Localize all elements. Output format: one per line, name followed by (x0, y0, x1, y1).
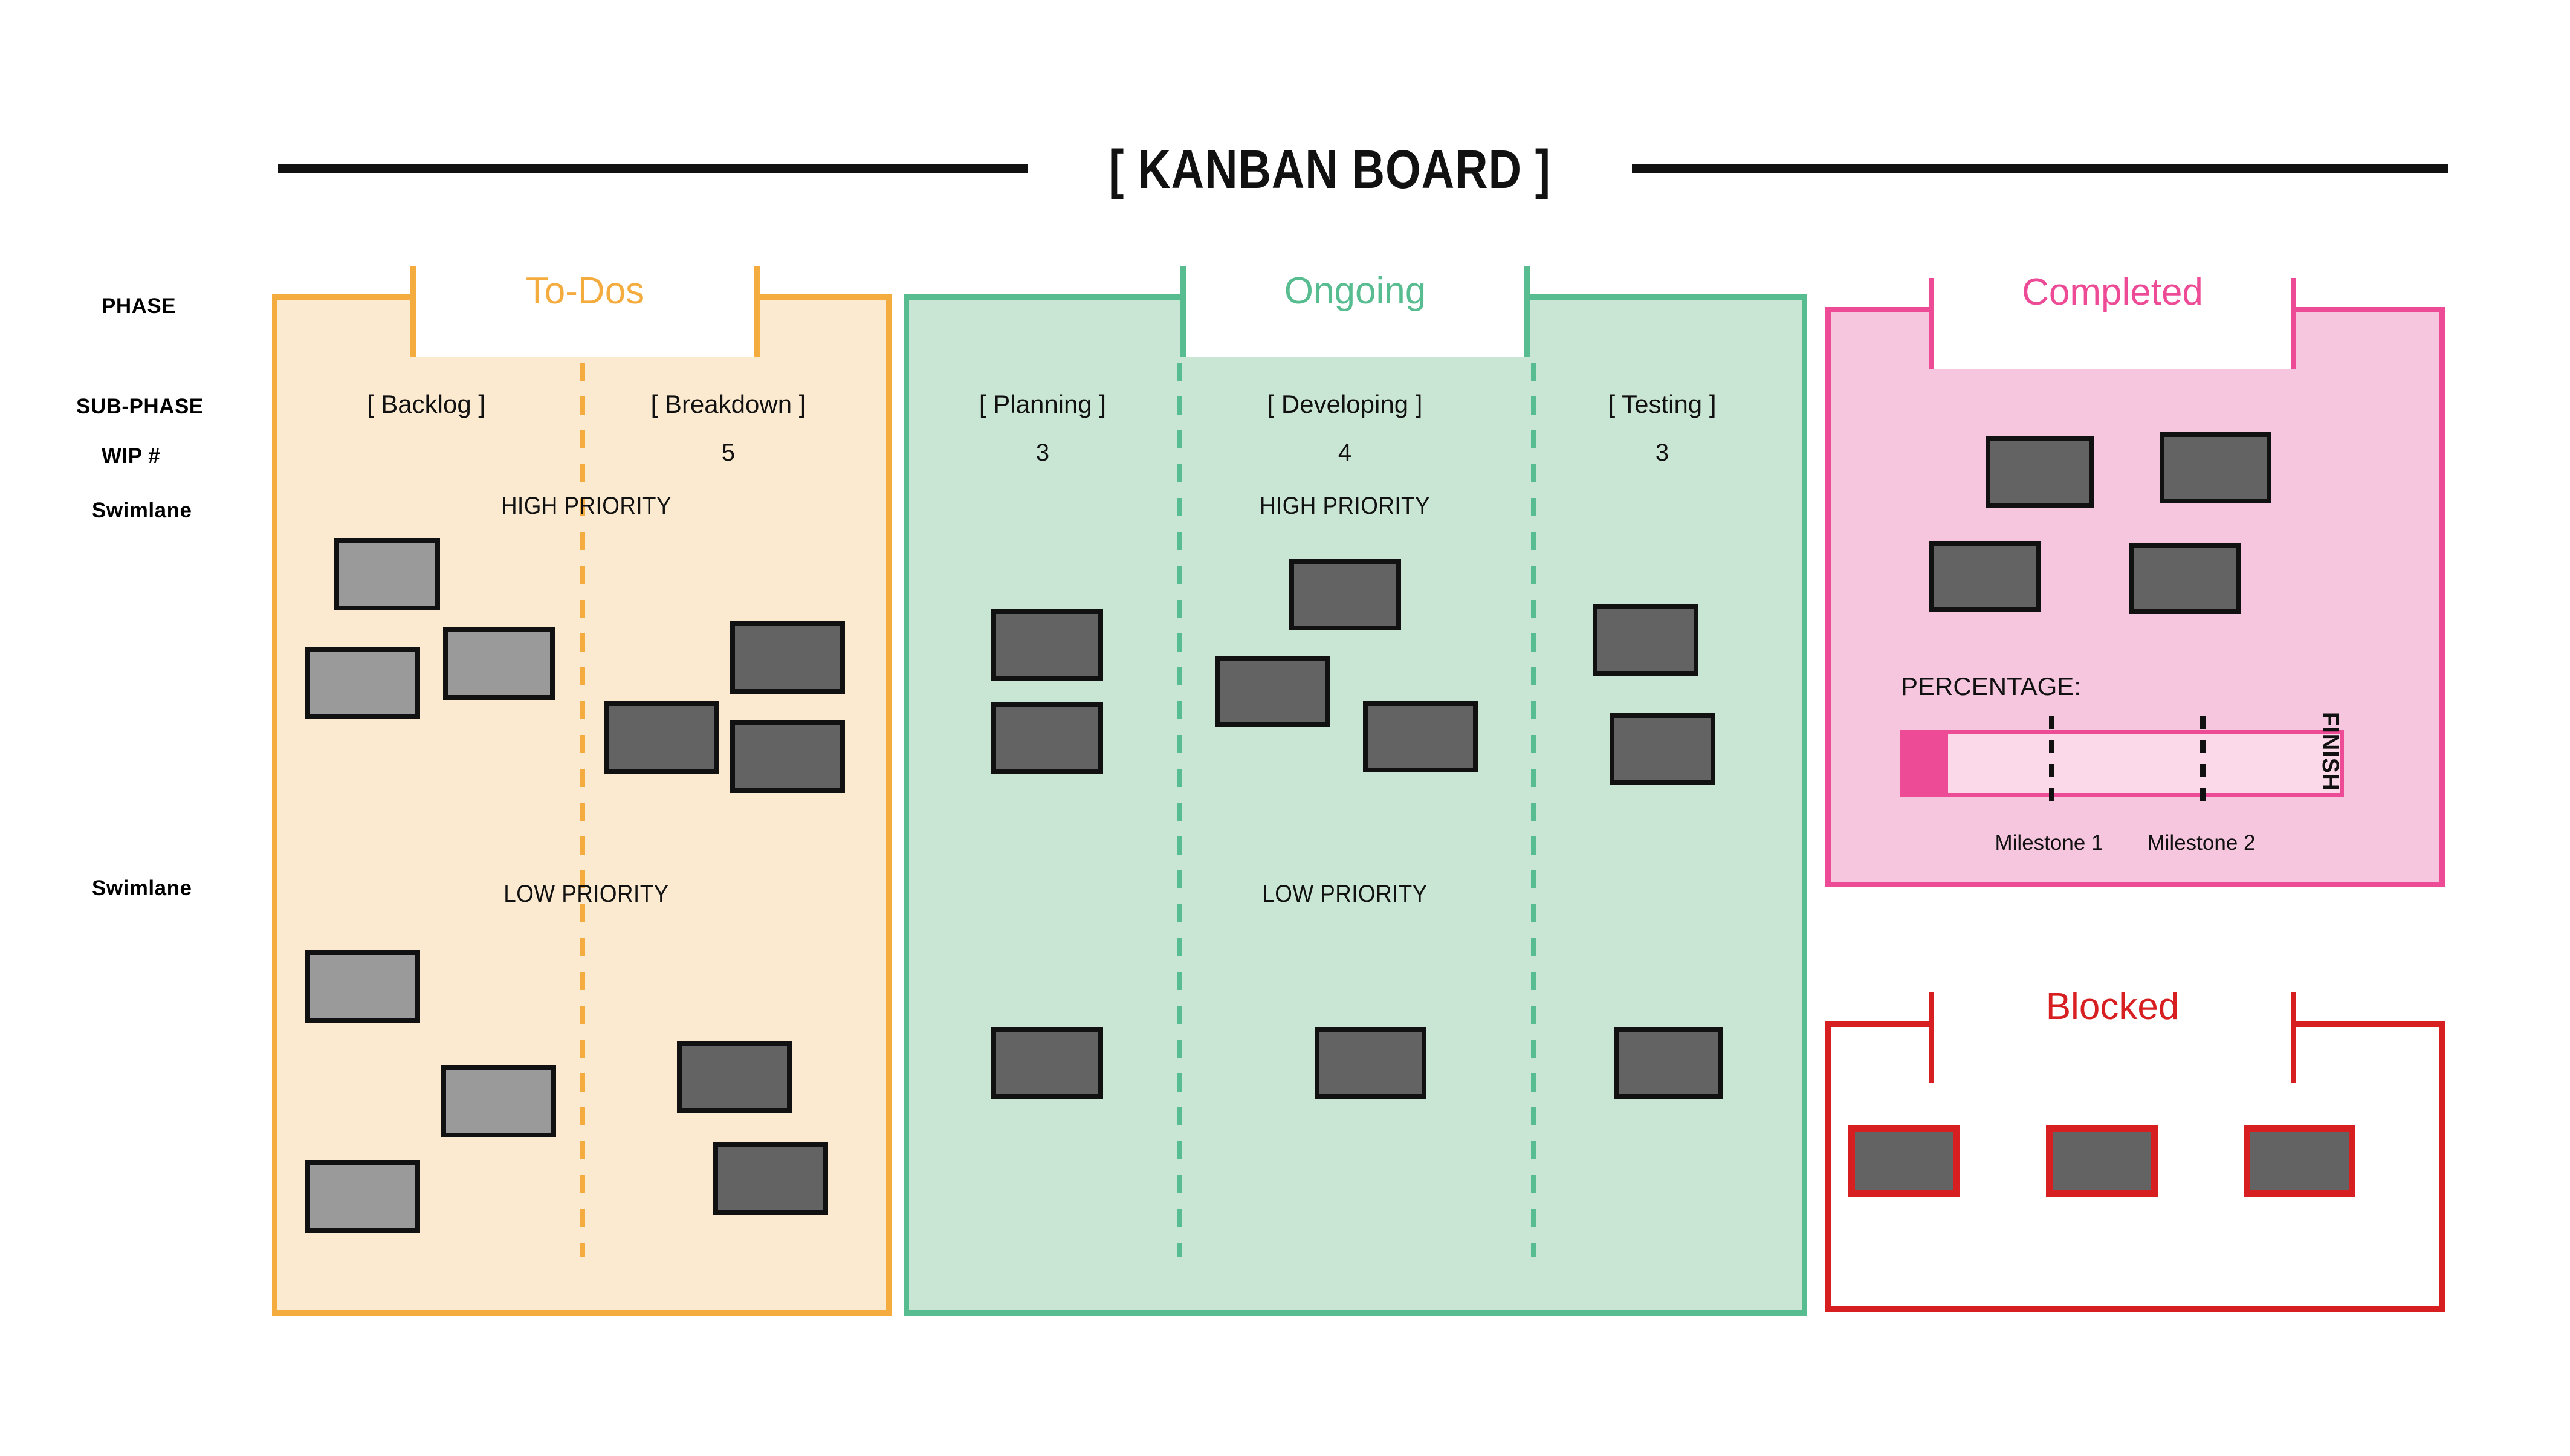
task-card[interactable] (677, 1041, 792, 1113)
sub-phase-label-backlog: [ Backlog ] (366, 390, 486, 418)
task-card[interactable] (305, 647, 420, 719)
sub-phase-divider-ongoing-1 (1177, 363, 1182, 1257)
title-rule-right (1632, 164, 2448, 173)
task-card[interactable] (1289, 559, 1401, 630)
axis-label-phase: PHASE (102, 294, 176, 318)
milestone-2-label: Milestone 2 (2147, 831, 2256, 855)
axis-label-swimlane-top: Swimlane (92, 499, 192, 522)
phase-notch-tick-left-completed (1929, 278, 1934, 369)
phase-notch-tick-left-todos (410, 266, 416, 357)
milestone-1-label: Milestone 1 (1995, 831, 2103, 855)
task-card[interactable] (305, 1160, 420, 1233)
task-card[interactable] (604, 701, 719, 774)
task-card[interactable] (1363, 701, 1478, 772)
swimlane-title-ongoing-low: LOW PRIORITY (1262, 881, 1428, 907)
task-card[interactable] (991, 1027, 1103, 1099)
task-card[interactable] (730, 720, 845, 793)
blocked-card[interactable] (1848, 1125, 1960, 1197)
wip-count-developing: 4 (1338, 439, 1352, 466)
milestone-1-marker (2049, 716, 2054, 812)
task-card[interactable] (991, 609, 1103, 681)
page-title: [ KANBAN BOARD ] (1109, 140, 1551, 200)
phase-title-blocked: Blocked (2045, 986, 2180, 1027)
wip-count-testing: 3 (1655, 439, 1669, 466)
swimlane-title-todos-low: LOW PRIORITY (503, 881, 669, 907)
sub-phase-label-testing: [ Testing ] (1608, 390, 1717, 418)
phase-title-ongoing: Ongoing (1284, 270, 1426, 312)
task-card[interactable] (1593, 604, 1698, 676)
task-card[interactable] (334, 538, 440, 610)
task-card[interactable] (713, 1142, 828, 1215)
phase-notch-completed (1934, 278, 2291, 369)
axis-label-sub-phase: SUB-PHASE (76, 395, 204, 418)
sub-phase-divider-ongoing-2 (1531, 363, 1536, 1257)
swimlane-title-todos-high: HIGH PRIORITY (500, 493, 672, 519)
phase-notch-tick-left-blocked (1929, 992, 1934, 1083)
finish-label: FINISH (2317, 712, 2343, 791)
milestone-2-marker (2200, 716, 2206, 812)
completed-card[interactable] (1986, 436, 2094, 508)
title-rule-left (278, 164, 1028, 173)
task-card[interactable] (441, 1065, 556, 1137)
task-card[interactable] (1315, 1027, 1426, 1099)
phase-notch-tick-right-blocked (2291, 992, 2296, 1083)
completed-card[interactable] (1929, 541, 2041, 612)
wip-count-planning: 3 (1035, 439, 1050, 466)
phase-panel-ongoing[interactable] (904, 294, 1807, 1316)
axis-label-wip: WIP # (102, 444, 161, 468)
sub-phase-divider-todos (580, 363, 585, 1257)
blocked-card[interactable] (2244, 1125, 2355, 1197)
phase-notch-tick-right-todos (754, 266, 760, 357)
task-card[interactable] (305, 950, 420, 1023)
task-card[interactable] (443, 627, 555, 700)
sub-phase-label-breakdown: [ Breakdown ] (650, 390, 806, 418)
task-card[interactable] (1215, 656, 1330, 727)
phase-title-todos: To-Dos (525, 270, 645, 312)
percentage-label: PERCENTAGE: (1901, 672, 2081, 700)
phase-notch-tick-right-completed (2291, 278, 2296, 369)
phase-notch-tick-right-ongoing (1524, 266, 1530, 357)
phase-notch-tick-left-ongoing (1180, 266, 1186, 357)
task-card[interactable] (1614, 1027, 1723, 1099)
task-card[interactable] (730, 621, 845, 694)
phase-title-completed: Completed (2022, 271, 2203, 313)
sub-phase-label-planning: [ Planning ] (979, 390, 1107, 418)
axis-label-swimlane-bottom: Swimlane (92, 876, 192, 900)
phase-notch-blocked (1934, 992, 2291, 1083)
sub-phase-label-developing: [ Developing ] (1267, 390, 1423, 418)
progress-bar-fill (1900, 730, 1948, 797)
wip-count-breakdown: 5 (721, 439, 736, 466)
completed-card[interactable] (2129, 543, 2241, 614)
phase-notch-ongoing (1186, 266, 1524, 357)
blocked-card[interactable] (2046, 1125, 2158, 1197)
task-card[interactable] (1610, 713, 1715, 785)
phase-notch-todos (416, 266, 754, 357)
progress-bar-track[interactable] (1900, 730, 2344, 797)
swimlane-title-ongoing-high: HIGH PRIORITY (1259, 493, 1431, 519)
completed-card[interactable] (2160, 432, 2271, 503)
task-card[interactable] (991, 702, 1103, 774)
